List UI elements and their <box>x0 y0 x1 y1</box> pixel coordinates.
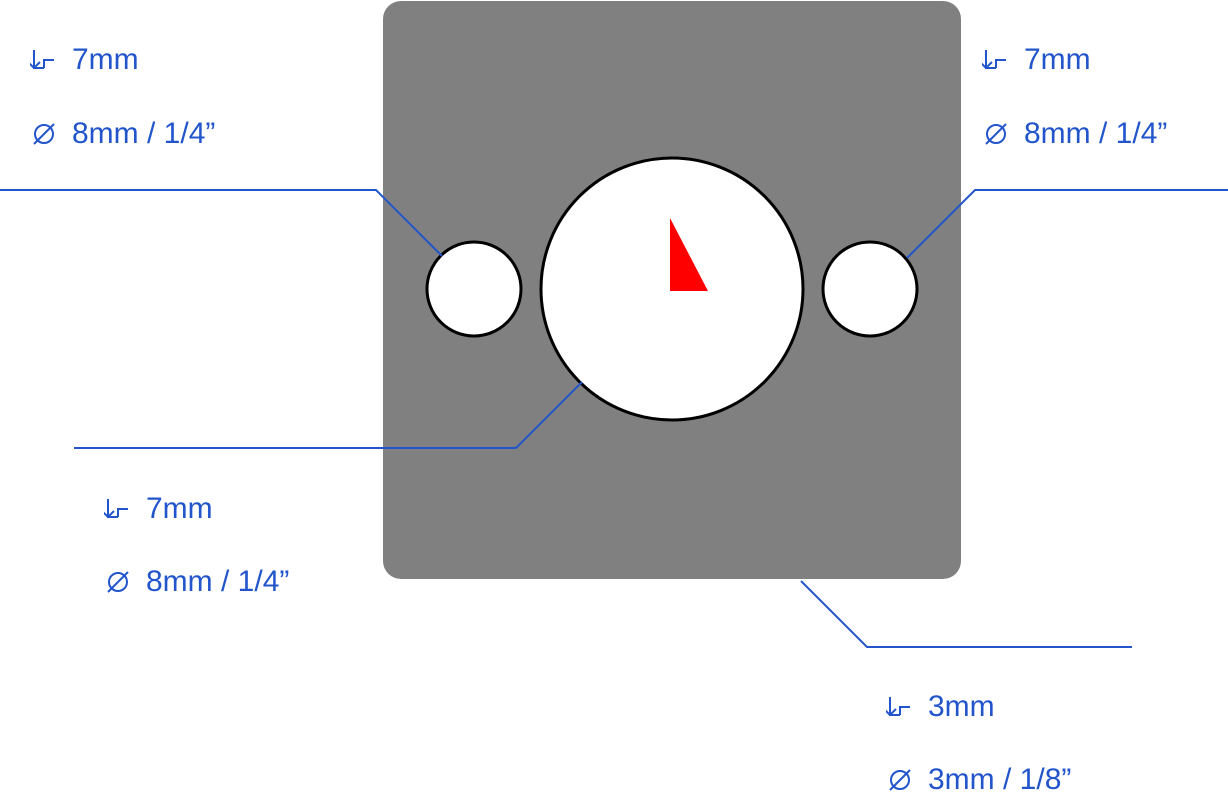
right-hole-depth-label: 7mm <box>982 42 1091 78</box>
depth-icon <box>30 46 58 74</box>
left-hole-leader <box>0 189 443 257</box>
center-hole-diameter-value: 8mm / 1/4” <box>146 565 290 598</box>
center-hole-depth-label: 7mm <box>104 491 213 527</box>
center-hole-depth-value: 7mm <box>146 492 213 525</box>
depth-icon <box>104 495 132 523</box>
diameter-icon <box>886 766 914 794</box>
diameter-icon <box>30 120 58 148</box>
orientation-marker <box>670 218 708 291</box>
depth-icon <box>982 46 1010 74</box>
right-hole-diameter-label: 8mm / 1/4” <box>982 116 1167 152</box>
left-hole-depth-label: 7mm <box>30 42 139 78</box>
depth-icon <box>886 693 914 721</box>
right-hole <box>821 240 919 338</box>
right-hole-diameter-value: 8mm / 1/4” <box>1024 117 1168 150</box>
plate-edge-depth-label: 3mm <box>886 689 995 725</box>
left-hole-depth-value: 7mm <box>72 43 139 76</box>
left-hole <box>425 240 523 338</box>
right-hole-leader <box>906 189 1228 259</box>
plate-edge-diameter-value: 3mm / 1/8” <box>928 763 1072 796</box>
center-hole-diameter-label: 8mm / 1/4” <box>104 564 289 600</box>
left-hole-diameter-label: 8mm / 1/4” <box>30 116 215 152</box>
center-hole-leader <box>74 381 583 449</box>
left-hole-diameter-value: 8mm / 1/4” <box>72 117 216 150</box>
diameter-icon <box>982 120 1010 148</box>
diameter-icon <box>104 568 132 596</box>
plate-edge-depth-value: 3mm <box>928 690 995 723</box>
plate-edge-diameter-label: 3mm / 1/8” <box>886 762 1071 798</box>
plate-edge-leader <box>800 580 1132 648</box>
right-hole-depth-value: 7mm <box>1024 43 1091 76</box>
